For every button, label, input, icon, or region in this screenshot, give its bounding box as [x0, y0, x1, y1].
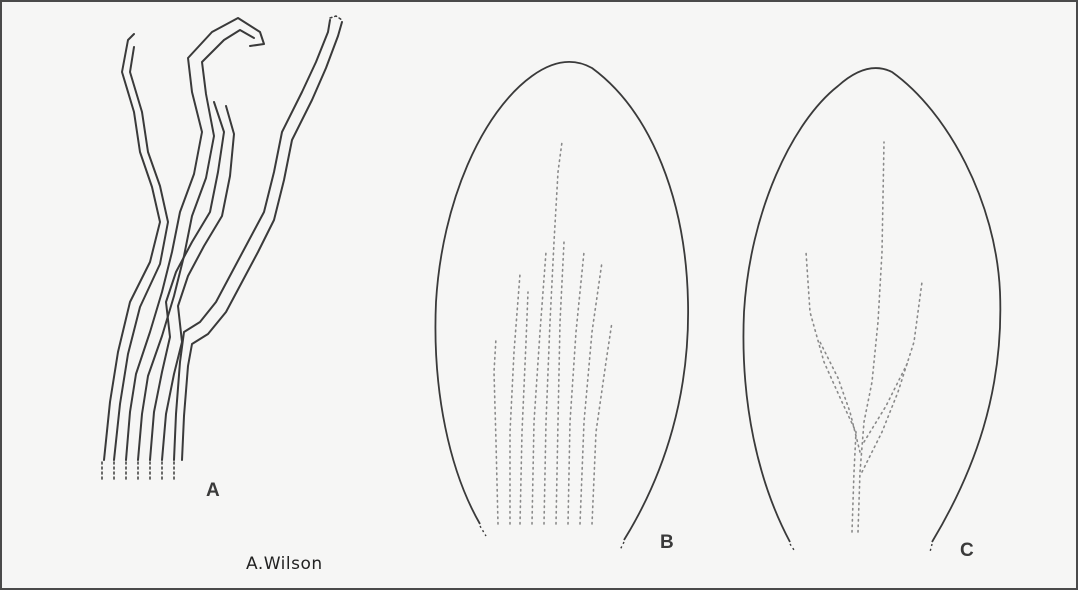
strand-a1b: [114, 47, 168, 460]
strand-a2b: [138, 30, 254, 460]
strand-a4: [174, 20, 330, 460]
artist-signature: A.Wilson: [246, 554, 323, 574]
strand-a2: [126, 18, 264, 460]
panel-c-leaf: [743, 68, 1000, 552]
panel-a-strands: [102, 16, 342, 480]
panel-b-label: B: [660, 532, 674, 554]
leaf-c-outline: [743, 68, 1000, 542]
panel-b-leaf: [435, 62, 688, 550]
panel-a-label: A: [206, 480, 220, 502]
leaf-b-outline: [435, 62, 688, 540]
panel-c-label: C: [960, 540, 974, 562]
